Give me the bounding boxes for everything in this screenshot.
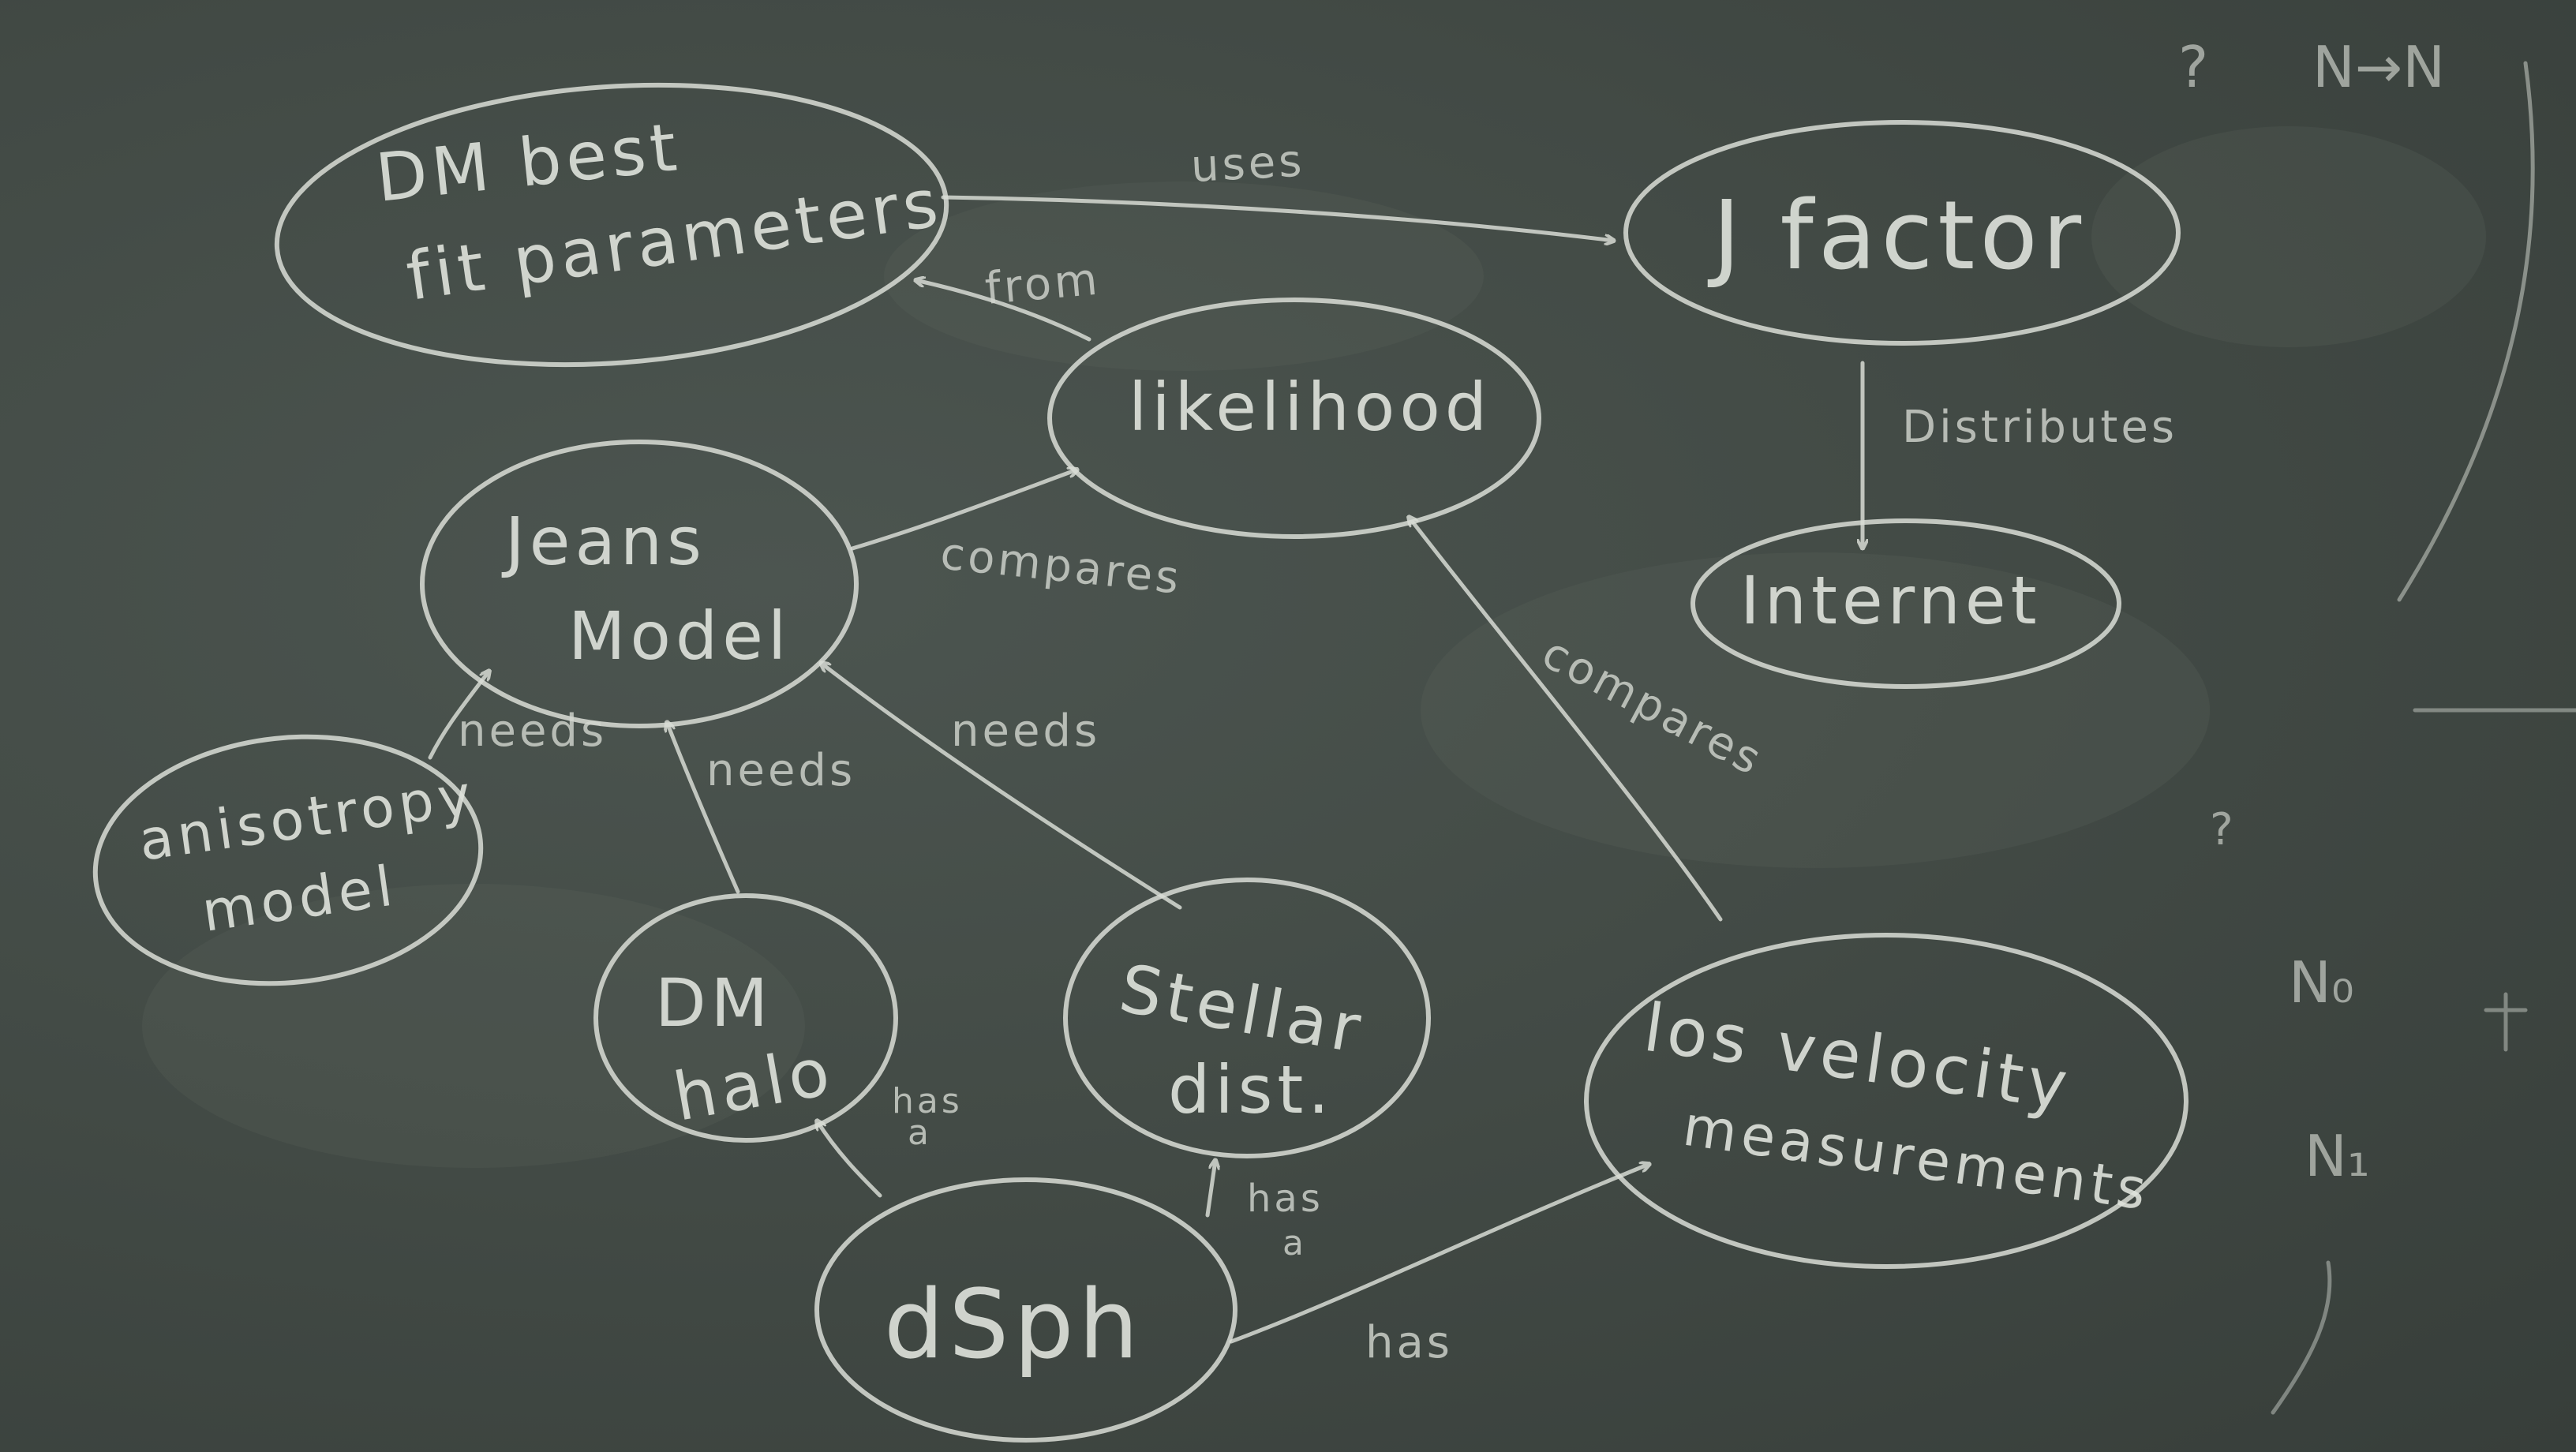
edge-label-compares-jeans: compares	[938, 528, 1185, 604]
edge-label-distributes: Distributes	[1902, 402, 2177, 453]
scribble-question-top: ?	[2178, 34, 2208, 100]
edge-label-needs-stellar: needs	[951, 705, 1100, 757]
scribble-curve-bottom	[2271, 1260, 2332, 1415]
edge-label-has-stellar-2: a	[1282, 1223, 1307, 1263]
edge-from	[915, 280, 1091, 342]
edge-label-has-dm-halo-2: a	[908, 1113, 932, 1153]
node-los-velocity-line2: measurements	[1679, 1094, 2155, 1223]
node-stellar-dist: Stellar dist.	[1063, 878, 1431, 1158]
node-stellar-dist-line2: dist.	[1168, 1051, 1334, 1128]
node-los-velocity: los velocity measurements	[1584, 933, 2188, 1269]
edge-needs-stellar	[821, 663, 1182, 910]
scribble-n-sub-o: N₀	[2289, 949, 2354, 1016]
scribble-question-mid: ?	[2210, 804, 2233, 855]
edge-label-has-stellar-1: has	[1247, 1177, 1324, 1221]
node-dsph: dSph	[814, 1177, 1237, 1443]
edge-has-stellar	[1205, 1160, 1215, 1218]
node-internet: Internet	[1690, 518, 2121, 689]
scribble-n-arrow-n: N→N	[2312, 34, 2445, 100]
node-dsph-label: dSph	[884, 1270, 1144, 1380]
node-internet-label: Internet	[1740, 562, 2042, 639]
node-likelihood-label: likelihood	[1129, 369, 1492, 446]
node-likelihood: likelihood	[1047, 298, 1541, 539]
edge-compares-jeans	[850, 470, 1077, 551]
edge-label-needs-anisotropy: needs	[458, 705, 607, 757]
edge-needs-dm-halo	[667, 722, 740, 894]
scribble-bracket-right	[2397, 61, 2535, 602]
edge-label-uses: uses	[1189, 136, 1306, 193]
edge-has-dm-halo	[817, 1121, 882, 1198]
edge-label-has-dm-halo-1: has	[892, 1081, 963, 1121]
node-dm-best-fit: DM best fit parameters	[274, 82, 949, 368]
chalk-smudges	[142, 126, 2486, 1168]
node-j-factor-label: J factor	[1707, 182, 2086, 291]
edge-label-has-los: has	[1365, 1317, 1453, 1368]
node-jeans-model-line2: Model	[568, 597, 791, 675]
edge-uses	[941, 195, 1614, 241]
node-anisotropy-model-line1: anisotropy	[135, 762, 480, 874]
node-jeans-model: Jeans Model	[420, 440, 859, 728]
margin-scribbles: N→N ? N₀ N₁ ?	[2178, 34, 2576, 1415]
node-j-factor: J factor	[1623, 120, 2181, 346]
edge-has-los	[1229, 1164, 1649, 1344]
edge-label-needs-dm-halo: needs	[706, 745, 856, 796]
node-dm-halo-line1: DM	[655, 964, 773, 1042]
edge-compares-los	[1409, 517, 1723, 922]
scribble-n-sub-i: N₁	[2305, 1123, 2370, 1189]
scribble-tick-right	[2484, 992, 2528, 1052]
node-jeans-model-line1: Jeans	[501, 503, 706, 580]
edge-label-from: from	[983, 253, 1103, 315]
